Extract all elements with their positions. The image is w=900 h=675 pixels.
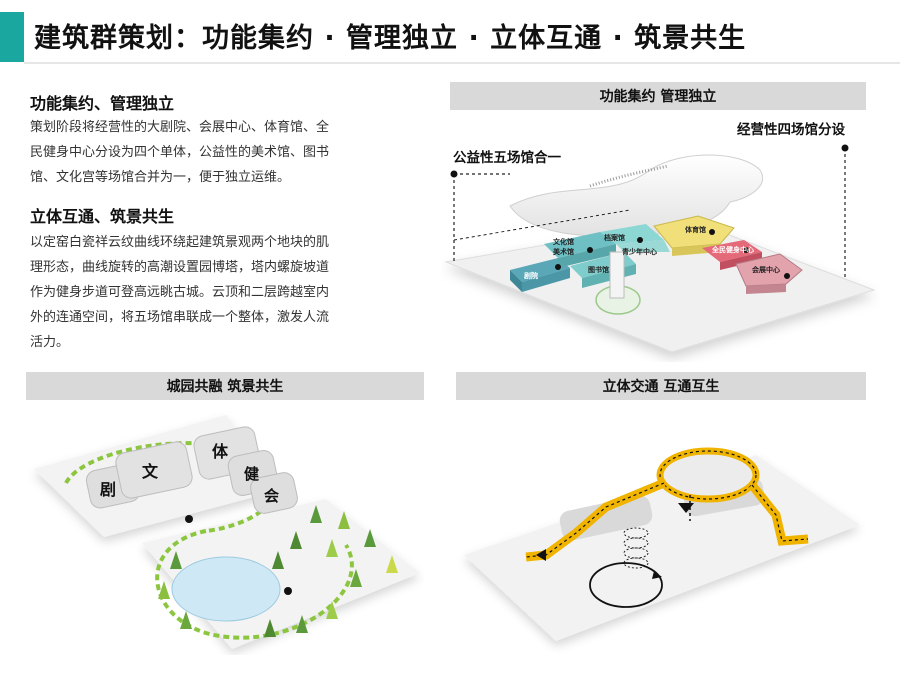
block-label: 青少年中心	[622, 247, 657, 256]
page-title: 建筑群策划：功能集约 · 管理独立 · 立体互通 · 筑景共生	[34, 23, 747, 54]
paragraph-line: 外的连通空间，将五场馆串联成一个整体，激发人流	[30, 310, 330, 325]
pond	[171, 556, 281, 622]
block-label: 美术馆	[553, 247, 574, 256]
garden-tower	[609, 251, 625, 299]
block-danganguan	[600, 224, 664, 244]
guide-dot	[841, 144, 849, 152]
building-char: 会	[264, 487, 279, 505]
green-path-south	[155, 529, 354, 640]
block-label: 文化馆	[553, 237, 574, 246]
arrow-icon	[678, 503, 694, 513]
block-label: 剧院	[524, 271, 538, 280]
building-wen	[115, 441, 193, 499]
block-label: 体育馆	[685, 225, 706, 234]
function-diagram: 剧院 文化馆 美术馆 档案馆 青少年中心 图书馆 体育馆 全民健身中心 会展中心	[444, 144, 876, 353]
section-heading-connection: 立体互通、筑景共生	[30, 207, 175, 226]
section-paragraph-connection: 以定窑白瓷祥云纹曲线环绕起建筑景观两个地块的肌 理形态，曲线旋转的高潮设置园博塔…	[30, 230, 390, 355]
block-quanmin	[702, 240, 762, 262]
paragraph-line: 馆、文化宫等场馆合并为一，便于独立运维。	[30, 170, 291, 185]
label-commercial-venues: 经营性四场馆分设	[737, 122, 845, 138]
paragraph-line: 以定窑白瓷祥云纹曲线环绕起建筑景观两个地块的肌	[30, 235, 330, 250]
paragraph-line: 策划阶段将经营性的大剧院、会展中心、体育馆、全	[30, 120, 330, 135]
building-char: 文	[142, 462, 159, 481]
paragraph-line: 作为健身步道可登高远眺古城。云顶和二层跨越室内	[30, 285, 330, 300]
cloud-roof	[509, 154, 763, 238]
block-label: 图书馆	[588, 265, 609, 274]
traffic-diagram	[464, 447, 860, 641]
building-hui	[250, 472, 298, 514]
paragraph-line: 理形态，曲线旋转的高潮设置园博塔，塔内螺旋坡道	[30, 260, 330, 275]
ground-loop	[589, 562, 663, 608]
building-char: 体	[212, 442, 229, 461]
block-tiyuguan	[653, 215, 735, 249]
section-paragraph-function: 策划阶段将经营性的大剧院、会展中心、体育馆、全 民健身中心分设为四个单体，公益性…	[30, 115, 390, 190]
landscape-diagram: 剧 文 体 健 会	[34, 415, 420, 649]
building-char: 健	[244, 465, 259, 483]
panel-header-landscape: 城园共融 筑景共生	[26, 372, 424, 400]
title-divider	[24, 62, 900, 64]
roof-pattern	[589, 164, 669, 188]
arrow-icon	[536, 549, 546, 561]
block-wenhuagong	[544, 232, 616, 258]
block-juyuan	[510, 258, 570, 282]
section-heading-function: 功能集约、管理独立	[30, 94, 175, 113]
paragraph-line: 活力。	[30, 335, 70, 350]
person-icon	[284, 587, 292, 595]
guide-dot	[450, 170, 458, 178]
block-qingshaonian	[616, 240, 670, 252]
paragraph-line: 民健身中心分设为四个单体，公益性的美术馆、图书	[30, 145, 330, 160]
block-label: 档案馆	[603, 233, 625, 242]
person-icon	[185, 515, 193, 523]
panel-header-traffic: 立体交通 互通互生	[456, 372, 866, 400]
building-char: 剧	[100, 480, 116, 499]
label-public-venues: 公益性五场馆合一	[453, 150, 561, 166]
trees	[158, 505, 398, 637]
arrow-icon	[652, 571, 662, 579]
block-label: 会展中心	[752, 265, 780, 274]
panel-header-function: 功能集约 管理独立	[450, 82, 866, 110]
title-accent-bar	[0, 12, 24, 62]
block-label: 全民健身中心	[711, 245, 754, 254]
